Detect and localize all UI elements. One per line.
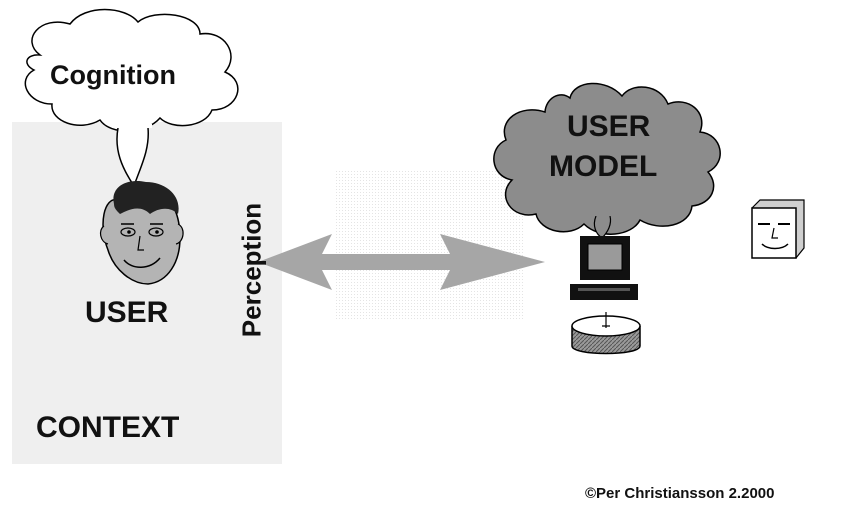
user-model-label-line1: USER — [567, 110, 651, 143]
cognition-label: Cognition — [50, 60, 176, 90]
perception-label: Perception — [236, 202, 267, 338]
mask-face-icon — [751, 199, 805, 259]
credit-text: ©Per Christiansson 2.2000 — [585, 485, 775, 502]
double-arrow-icon — [258, 234, 545, 290]
context-label: CONTEXT — [36, 411, 180, 444]
computer-icon — [570, 236, 638, 300]
database-disk-icon — [571, 312, 641, 355]
user-model-cloud — [493, 82, 721, 239]
context-box — [12, 122, 282, 464]
face-icon — [99, 180, 184, 285]
user-label: USER — [85, 296, 169, 329]
channel-area — [335, 170, 525, 320]
user-model-label-line2: MODEL — [549, 150, 658, 183]
